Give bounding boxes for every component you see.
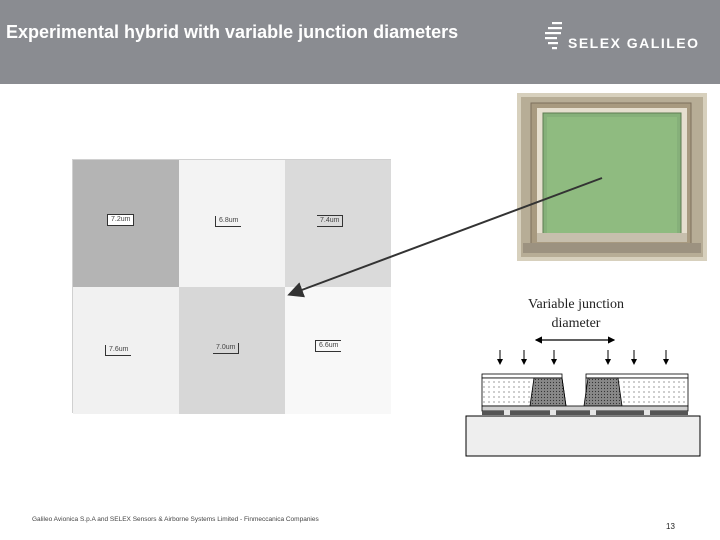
grid-cell: 6.8um: [179, 160, 285, 287]
variable-junction-label: Variable junction diameter: [506, 295, 646, 333]
junction-micrograph-grid: 7.2um 6.8um 7.4um 7.6um 7.0um 6.6um: [72, 159, 391, 414]
logo-text: SELEX GALILEO: [568, 35, 700, 51]
cell-label: 7.4um: [317, 215, 344, 227]
label-line-1: Variable junction: [527, 297, 625, 312]
grid-cell: 7.6um: [73, 287, 179, 414]
cell-label: 6.8um: [215, 216, 242, 227]
grid-cell: 7.2um: [73, 160, 179, 287]
grid-cell: 7.4um: [285, 160, 391, 287]
cell-label: 6.6um: [315, 340, 342, 352]
selex-galileo-logo: SELEX GALILEO: [542, 20, 714, 54]
slide-footer: Galileo Avionica S.p.A and SELEX Sensors…: [32, 516, 319, 523]
grid-cell: 6.6um: [285, 287, 391, 414]
logo-mark-icon: [545, 22, 562, 50]
cell-label: 7.2um: [107, 214, 135, 226]
junction-cross-section: [465, 336, 701, 457]
cell-label: 7.6um: [105, 345, 132, 356]
cell-label: 7.0um: [213, 343, 240, 354]
page-number: 13: [666, 522, 675, 531]
label-line-2: diameter: [551, 316, 601, 331]
slide-title: Experimental hybrid with variable juncti…: [6, 22, 459, 42]
slide-header: Experimental hybrid with variable juncti…: [0, 0, 720, 84]
grid-cell: 7.0um: [179, 287, 285, 414]
hybrid-die-photo: [517, 93, 707, 261]
